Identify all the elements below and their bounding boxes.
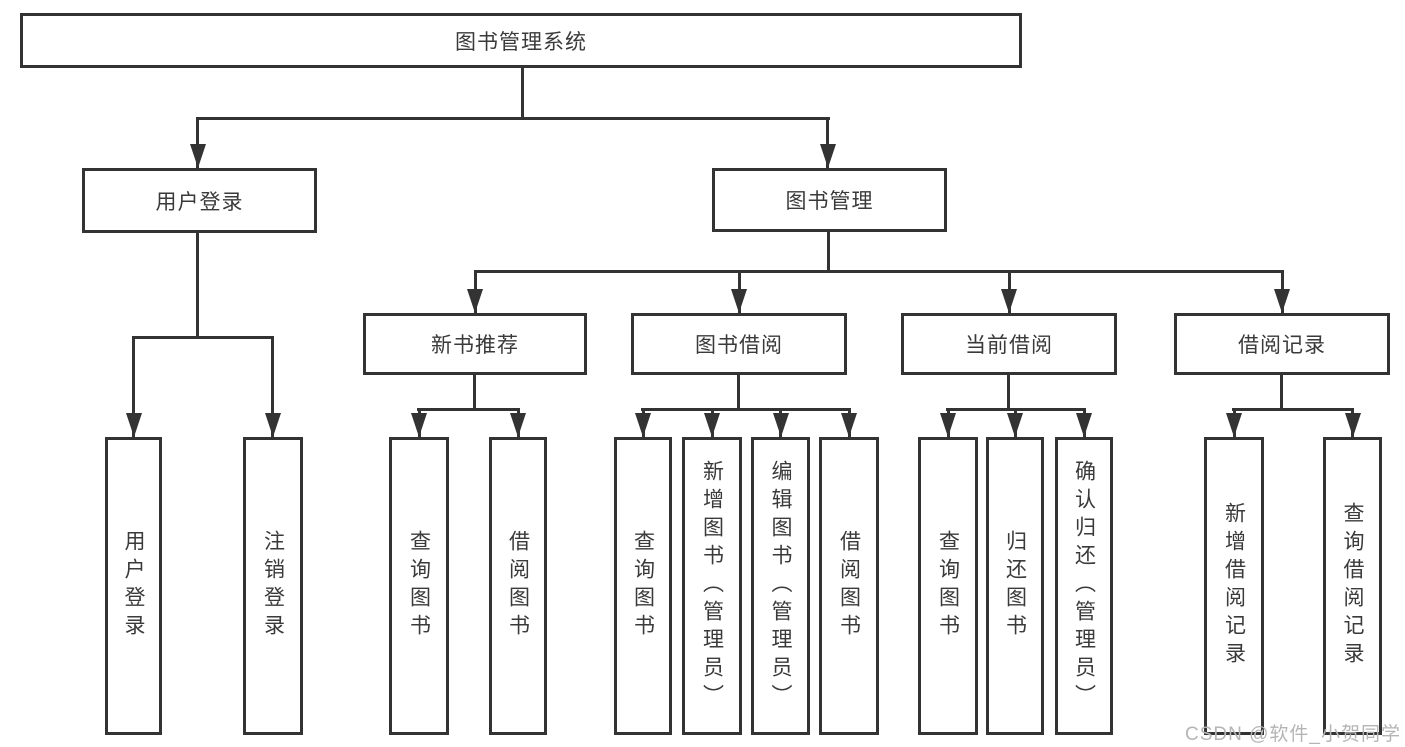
node-label: 图书管理系统 bbox=[455, 30, 587, 54]
leaf-label: 借阅图书 bbox=[506, 530, 530, 642]
leaf-query-borrow-record: 查询借阅记录 bbox=[1323, 437, 1382, 735]
node-label: 用户登录 bbox=[155, 190, 244, 214]
arrowhead-down bbox=[1226, 413, 1242, 437]
watermark: CSDN @软件_小贺同学 bbox=[1185, 724, 1401, 745]
node-label: 新书推荐 bbox=[431, 334, 519, 357]
node-new-book-recommend: 新书推荐 bbox=[363, 313, 587, 375]
leaf-query-books-recommend: 查询图书 bbox=[389, 437, 449, 735]
leaf-edit-books-admin: 编辑图书（管理员） bbox=[751, 437, 810, 735]
connector-vline bbox=[271, 336, 274, 437]
connector-vline bbox=[473, 375, 476, 411]
arrowhead-down bbox=[635, 413, 651, 437]
arrowhead-down bbox=[1274, 289, 1290, 313]
connector-hline bbox=[132, 336, 274, 339]
leaf-label: 编辑图书（管理员） bbox=[769, 460, 792, 712]
node-label: 当前借阅 bbox=[965, 334, 1053, 357]
leaf-label: 查询图书 bbox=[936, 530, 960, 642]
leaf-label: 归还图书 bbox=[1003, 530, 1027, 642]
arrowhead-down bbox=[1076, 413, 1092, 437]
arrowhead-down bbox=[1007, 413, 1023, 437]
arrowhead-down bbox=[467, 289, 483, 313]
arrowhead-down bbox=[1001, 289, 1017, 313]
leaf-label: 查询图书 bbox=[407, 530, 431, 642]
arrowhead-down bbox=[841, 413, 857, 437]
arrowhead-down bbox=[773, 413, 789, 437]
arrowhead-down bbox=[265, 413, 281, 437]
leaf-label: 注销登录 bbox=[261, 530, 285, 642]
leaf-label: 查询借阅记录 bbox=[1341, 502, 1364, 670]
connector-hline bbox=[474, 270, 1283, 273]
arrowhead-down bbox=[704, 413, 720, 437]
node-user-login: 用户登录 bbox=[82, 168, 317, 233]
node-borrow-records: 借阅记录 bbox=[1174, 313, 1390, 375]
connector-vline bbox=[827, 232, 830, 273]
arrowhead-down bbox=[510, 413, 526, 437]
arrowhead-down bbox=[126, 413, 142, 437]
arrowhead-down bbox=[820, 144, 836, 168]
leaf-label: 新增借阅记录 bbox=[1222, 502, 1246, 670]
leaf-label: 借阅图书 bbox=[837, 530, 861, 642]
leaf-label: 新增图书（管理员） bbox=[700, 460, 724, 712]
connector-vline bbox=[1280, 375, 1283, 411]
connector-vline bbox=[737, 375, 740, 411]
connector-hline bbox=[1232, 408, 1354, 411]
leaf-label: 用户登录 bbox=[122, 530, 145, 642]
leaf-user-login: 用户登录 bbox=[105, 437, 162, 735]
connector-vline bbox=[132, 336, 135, 437]
connector-hline bbox=[417, 408, 519, 411]
node-current-borrowing: 当前借阅 bbox=[901, 313, 1117, 375]
leaf-return-books: 归还图书 bbox=[986, 437, 1044, 735]
arrowhead-down bbox=[190, 144, 206, 168]
node-book-borrowing: 图书借阅 bbox=[631, 313, 847, 375]
arrowhead-down bbox=[1345, 413, 1361, 437]
leaf-confirm-return-admin: 确认归还（管理员） bbox=[1055, 437, 1113, 735]
connector-hline bbox=[641, 408, 850, 411]
leaf-add-borrow-record: 新增借阅记录 bbox=[1204, 437, 1264, 735]
leaf-query-books-borrowing: 查询图书 bbox=[614, 437, 672, 735]
leaf-borrow-books-recommend: 借阅图书 bbox=[489, 437, 547, 735]
node-library-management-system: 图书管理系统 bbox=[20, 13, 1022, 68]
connector-hline bbox=[197, 117, 830, 120]
connector-vline bbox=[196, 117, 199, 168]
node-label: 图书管理 bbox=[785, 190, 874, 213]
connector-vline bbox=[826, 117, 829, 168]
connector-vline bbox=[196, 233, 199, 339]
leaf-query-books-current: 查询图书 bbox=[918, 437, 978, 735]
connector-vline bbox=[521, 68, 524, 120]
arrowhead-down bbox=[411, 413, 427, 437]
arrowhead-down bbox=[731, 289, 747, 313]
node-book-management: 图书管理 bbox=[712, 168, 947, 232]
node-label: 图书借阅 bbox=[695, 334, 783, 357]
leaf-label: 确认归还（管理员） bbox=[1072, 460, 1096, 712]
connector-vline bbox=[1007, 375, 1010, 411]
leaf-add-books-admin: 新增图书（管理员） bbox=[682, 437, 742, 735]
leaf-logout: 注销登录 bbox=[243, 437, 303, 735]
arrowhead-down bbox=[940, 413, 956, 437]
leaf-label: 查询图书 bbox=[631, 530, 655, 642]
node-label: 借阅记录 bbox=[1238, 334, 1326, 357]
leaf-borrow-books: 借阅图书 bbox=[819, 437, 879, 735]
